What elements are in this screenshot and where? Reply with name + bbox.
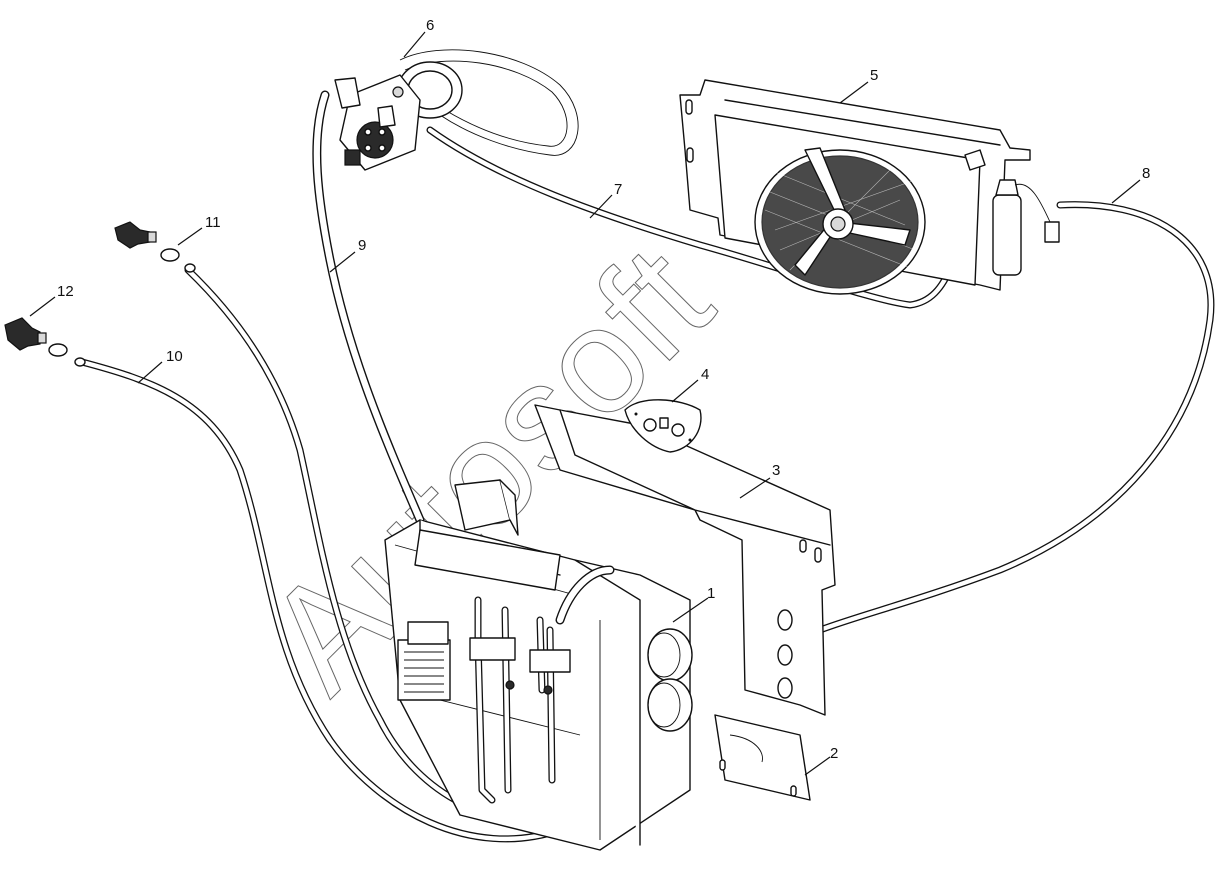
mounting-plate	[534, 404, 836, 716]
fitting-11	[114, 221, 196, 273]
callout-1: 1	[707, 585, 715, 602]
fitting-12	[4, 317, 86, 367]
callout-labels: 1 2 3 4 5 6 7 8 9 10 11 12	[57, 17, 1150, 762]
bracket	[714, 714, 811, 801]
compressor	[334, 49, 579, 171]
callout-11: 11	[205, 214, 221, 231]
callout-3: 3	[772, 462, 780, 479]
hose-9	[312, 90, 425, 525]
callout-12: 12	[57, 283, 74, 300]
evaporator-unit	[384, 479, 693, 851]
callout-6: 6	[426, 17, 434, 34]
callout-8: 8	[1142, 165, 1150, 182]
callout-2: 2	[830, 745, 838, 762]
callout-leaders	[29, 31, 1141, 776]
switch-plate	[624, 399, 702, 453]
callout-4: 4	[701, 366, 709, 383]
callout-10: 10	[166, 348, 183, 365]
callout-5: 5	[870, 67, 878, 84]
hose-8	[816, 201, 1215, 634]
condenser-fan-unit	[679, 79, 1060, 295]
callout-9: 9	[358, 237, 366, 254]
callout-7: 7	[614, 181, 622, 198]
